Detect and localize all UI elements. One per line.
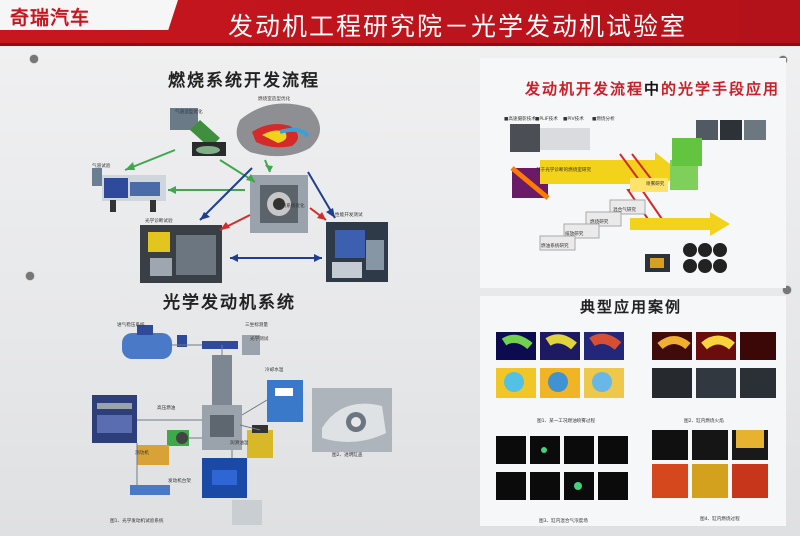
pin-icon [26, 272, 34, 280]
intake-port-image [170, 108, 226, 156]
optical-engine-system-diagram [92, 325, 303, 525]
figure-1-caption: 图1、光学发动机试验系统 [110, 519, 164, 524]
cases-title: 典型应用案例 [580, 298, 683, 316]
controller-image [232, 500, 262, 525]
case-caption-2: 图2、缸内燃烧火焰 [684, 419, 724, 424]
pump-image [167, 430, 189, 446]
combustion-title: 燃烧系统开发流程 [168, 71, 320, 91]
optical-engine-title: 光学发动机系统 [163, 293, 296, 313]
case-caption-3: 图3、缸内混合气浓度场 [539, 519, 588, 524]
label-hp-fuel: 高压燃油 [157, 406, 176, 411]
label-coolant-temp: 冷却水温 [265, 368, 284, 373]
label-performance-test: 性能开发测试 [335, 213, 363, 218]
page-title: 发动机工程研究院－光学发动机试验室 [228, 12, 688, 41]
case-caption-4: 图4、缸内燃烧过程 [700, 517, 740, 522]
optical-methods-title-part1: 发动机开发流程 [525, 80, 645, 98]
method-label-3: ■PIV技术 [563, 117, 584, 122]
combustion-chamber-image [236, 103, 320, 157]
label-optical-test: 光学诊断试验 [145, 219, 173, 224]
optical-methods-title: 发动机开发流程中的光学手段应用 [525, 78, 780, 99]
method-label-2: ■PLIF技术 [535, 117, 558, 122]
label-dyno: 测功机 [135, 451, 149, 456]
optical-methods-title-part2: 的光学手段应用 [661, 80, 781, 98]
methods-step-label-2: 喷雾研究 [646, 182, 665, 187]
oil-heater-image [247, 425, 273, 458]
label-combustion-opt: 燃烧系统优化 [277, 204, 305, 209]
label-intake-stabilizer: 进气稳压系统 [117, 323, 145, 328]
label-intake-port: 气道造型优化 [175, 110, 203, 115]
optical-test-image [250, 175, 308, 233]
optical-methods-title-highlight: 中 [644, 80, 662, 98]
figure-2-caption: 图2、透明缸盖 [332, 453, 363, 458]
label-engine-bench: 发动机台架 [168, 479, 191, 484]
methods-step-label-5: 排放研究 [565, 232, 584, 237]
bench-image [202, 458, 247, 498]
engine-block-image [202, 355, 242, 450]
combustion-flow-diagram [92, 103, 388, 283]
engine-test-image [326, 222, 388, 282]
cases-grid [496, 332, 776, 500]
header-banner: 奇瑞汽车 发动机工程研究院－光学发动机试验室 [0, 0, 800, 46]
case-caption-1: 图1、某一工况燃油喷雾过程 [537, 419, 596, 424]
intake-tank-image [122, 325, 187, 359]
label-oil-temp: 润滑油温 [230, 441, 249, 446]
transparent-head-image [312, 388, 392, 452]
fuel-control-image [92, 395, 137, 443]
methods-step-label-4: 燃烧研究 [590, 220, 609, 225]
label-cmm: 三坐标测量 [245, 323, 268, 328]
pin-icon [30, 55, 38, 63]
label-chamber: 燃烧室造型优化 [258, 97, 291, 102]
chery-logo: 奇瑞汽车 [10, 7, 91, 29]
cooling-unit-image [267, 380, 303, 422]
label-intake-test: 气道试验 [92, 164, 111, 169]
performance-test-image [140, 225, 222, 283]
dyno-image [130, 445, 170, 495]
label-optical-testing: 光学测试 [250, 337, 269, 342]
methods-step-label-6: 燃油系统研究 [541, 244, 569, 249]
method-label-1: ■高速摄影技术 [504, 117, 536, 122]
methods-step-label-1: 基于光学诊断的燃烧室研究 [536, 168, 592, 173]
methods-step-label-3: 混合气研究 [613, 208, 636, 213]
method-label-4: ■燃烧分析 [592, 117, 615, 122]
intake-test-rig-image [92, 168, 166, 212]
optical-methods-flow [510, 120, 766, 273]
measurement-unit-image [202, 335, 260, 355]
pin-icon [783, 286, 791, 294]
